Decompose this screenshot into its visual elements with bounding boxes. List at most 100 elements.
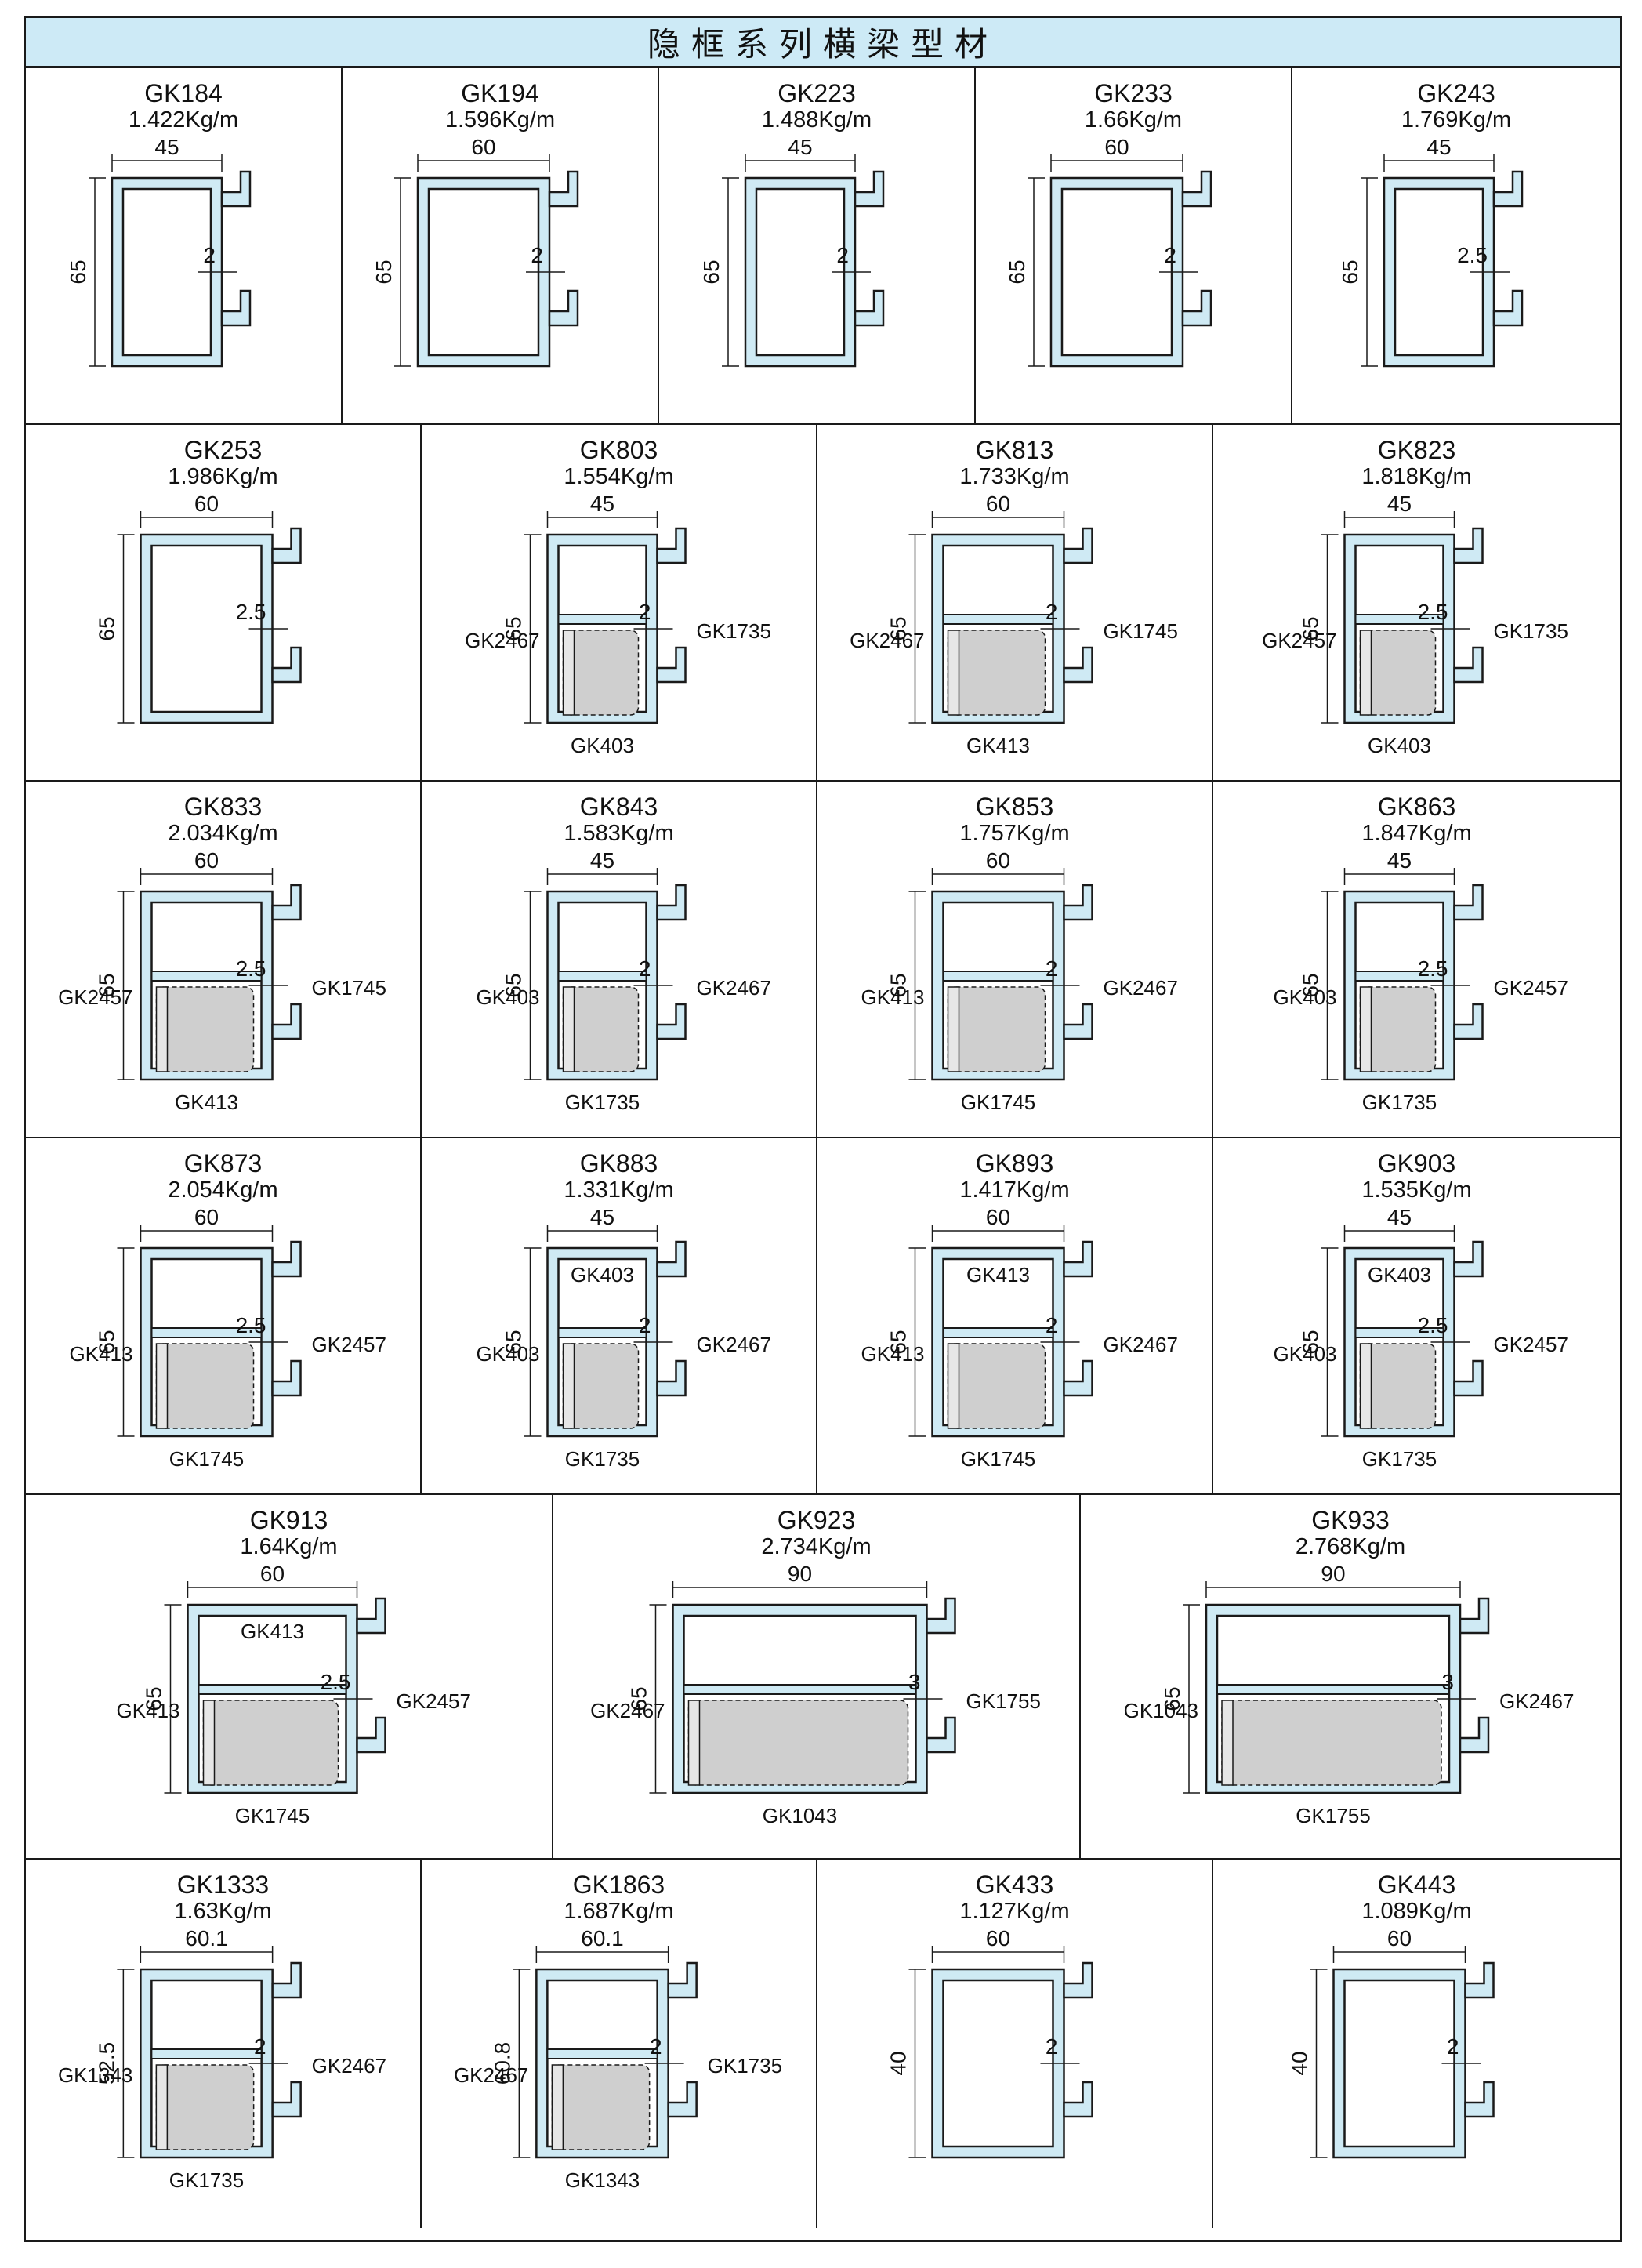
insulating-insert: [155, 1343, 255, 1429]
hook-flange: [1063, 2081, 1093, 2118]
hook-flange: [1492, 289, 1524, 327]
profile-section: [140, 1968, 274, 2159]
profile-section: [546, 1246, 658, 1438]
dim-thickness-label: 2.5: [1457, 243, 1488, 267]
profile-weight: 1.757Kg/m: [959, 821, 1070, 846]
insulating-insert: [155, 2064, 255, 2150]
hook-flange: [220, 170, 252, 208]
part-callout: GK1745: [961, 1090, 1035, 1114]
dim-width-label: 60: [471, 139, 495, 159]
profile-weight: 1.089Kg/m: [1361, 1899, 1472, 1924]
profile-web: [942, 614, 1054, 625]
part-callout: GK413: [861, 1342, 925, 1366]
part-callout: GK2467: [697, 1333, 771, 1356]
dim-height-label: 52.5: [94, 2042, 118, 2085]
hook-flange: [1181, 170, 1212, 208]
part-callout: GK2467: [454, 2063, 528, 2087]
part-callout: GK1755: [966, 1689, 1041, 1713]
profile-weight: 1.127Kg/m: [959, 1899, 1070, 1924]
hook-flange: [1453, 884, 1484, 921]
hook-flange: [1453, 1359, 1484, 1397]
dim-thickness-label: 2: [650, 2034, 662, 2059]
profile-section: [187, 1603, 358, 1794]
profile-web: [546, 2048, 658, 2059]
hook-flange: [1063, 1003, 1093, 1040]
profile-section: [140, 1246, 274, 1438]
part-callout: GK1343: [565, 2168, 640, 2192]
part-callout: GK1745: [961, 1447, 1035, 1471]
part-callout: GK1735: [169, 2168, 244, 2192]
part-callout: GK1735: [1362, 1447, 1437, 1471]
gasket-strip: [1221, 1700, 1234, 1786]
gasket-strip: [1359, 630, 1372, 716]
profile-section: [1383, 176, 1495, 368]
profile-code: GK803: [579, 436, 658, 464]
part-callout: GK413: [966, 1263, 1030, 1286]
gasket-strip: [947, 986, 960, 1072]
part-callout: GK2467: [1104, 1333, 1178, 1356]
dim-thickness-label: 2.5: [236, 600, 266, 624]
profile-weight: 2.034Kg/m: [168, 821, 278, 846]
dim-width-label: 45: [1387, 1209, 1412, 1229]
dim-thickness-label: 2.5: [1418, 1313, 1448, 1337]
profile-weight: 1.818Kg/m: [1361, 464, 1472, 489]
dim-thickness-label: 2: [254, 2034, 266, 2059]
part-callout: GK413: [241, 1620, 304, 1643]
hook-flange: [1063, 527, 1093, 564]
profile-section: [672, 1603, 928, 1794]
gasket-strip: [687, 1700, 701, 1786]
profile-web: [557, 614, 647, 625]
part-callout: GK2467: [1104, 976, 1178, 1000]
part-callout: GK1735: [565, 1447, 640, 1471]
profile-web: [683, 1684, 917, 1695]
part-callout: GK1735: [565, 1090, 640, 1114]
profile-code: GK443: [1377, 1871, 1456, 1899]
dim-thickness-label: 2.5: [236, 956, 266, 981]
hook-flange: [271, 527, 302, 564]
dim-height-label: 65: [699, 259, 723, 284]
hook-flange: [1063, 1359, 1093, 1397]
profile-section: [1343, 1246, 1455, 1438]
hook-flange: [1063, 884, 1093, 921]
hook-flange: [656, 1003, 687, 1040]
profile-section: [931, 890, 1065, 1081]
profile-section: [931, 1968, 1065, 2159]
dim-height-label: 65: [95, 1330, 119, 1354]
profile-weight: 1.847Kg/m: [1361, 821, 1472, 846]
dim-width-label: 60: [986, 495, 1010, 516]
gasket-strip: [155, 2064, 169, 2150]
profile-code: GK1333: [176, 1871, 270, 1899]
dim-height-label: 65: [886, 973, 911, 997]
profile-section: [546, 890, 658, 1081]
dim-width-label: 45: [788, 139, 812, 159]
profile-web: [150, 1327, 263, 1338]
gasket-strip: [947, 630, 960, 716]
profile-section: [416, 176, 551, 368]
hook-flange: [926, 1597, 956, 1635]
dim-width-label: 90: [1321, 1566, 1345, 1586]
hook-flange: [667, 1961, 698, 1999]
profile-section: [1343, 890, 1455, 1081]
insulating-insert: [947, 986, 1046, 1072]
profile-code: GK433: [975, 1871, 1054, 1899]
dim-width-label: 60.1: [185, 1930, 228, 1950]
dim-thickness-label: 2: [836, 243, 849, 267]
dim-width-label: 60: [194, 495, 219, 516]
profile-web: [150, 971, 263, 982]
dim-width-label: 45: [154, 139, 179, 159]
